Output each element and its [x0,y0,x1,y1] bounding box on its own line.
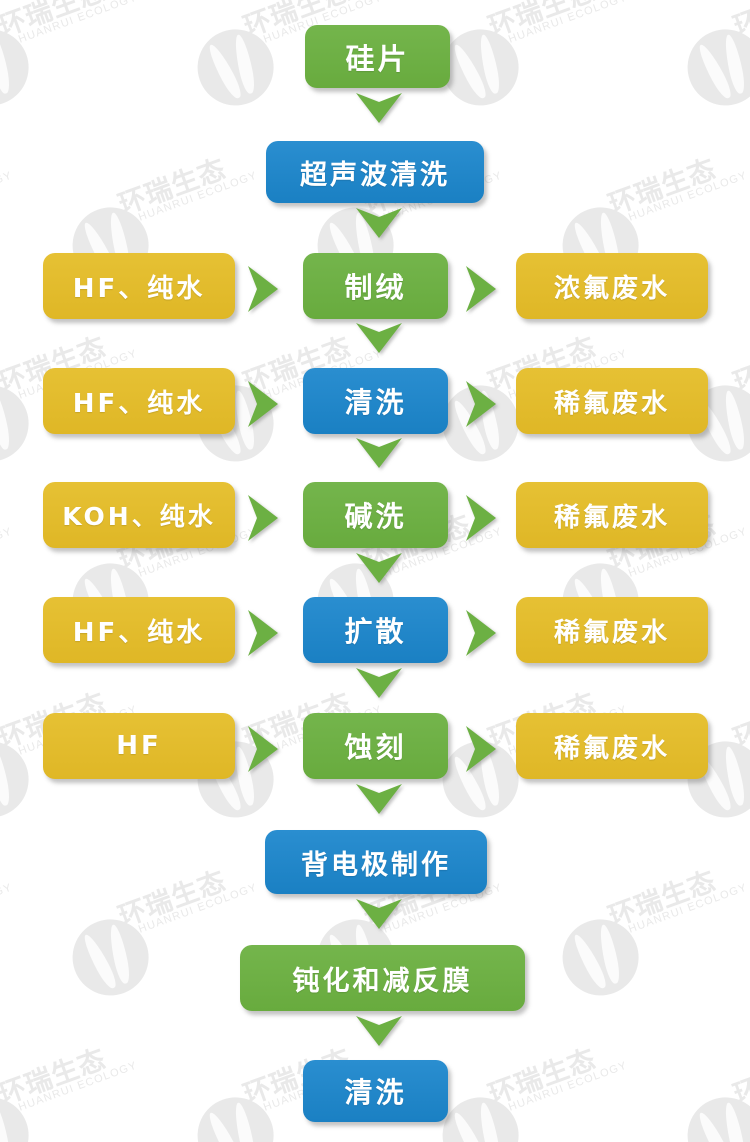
process-node-label: 钝化和减反膜 [292,965,473,997]
arrow-etching-to-output [466,726,496,772]
process-node-label: 背电极制作 [301,849,451,881]
process-node-label: HF、纯水 [72,388,206,419]
process-node-label: HF [116,731,162,761]
arrow-etching-to-backelectrode [356,784,402,814]
process-node-label: 超声波清洗 [300,159,450,191]
process-node-label: 碱洗 [344,500,407,533]
process-node-label: KOH、纯水 [62,502,216,531]
arrow-backelectrode-to-passivation [356,899,402,929]
process-node-i2[interactable]: HF、纯水 [43,368,235,434]
process-node-n1[interactable]: 硅片 [305,25,450,88]
process-node-label: 稀氟废水 [553,502,670,533]
arrow-input-to-cleaning [248,381,278,427]
arrow-passivation-to-finalcleaning [356,1016,402,1046]
process-node-o5[interactable]: 稀氟废水 [516,713,708,779]
process-node-label: HF、纯水 [72,273,206,304]
process-node-label: 稀氟废水 [553,388,670,419]
process-node-o2[interactable]: 稀氟废水 [516,368,708,434]
arrow-ultrasonic-to-texturing [356,208,402,238]
process-node-p3[interactable]: 碱洗 [303,482,448,548]
arrow-alkaliwash-to-diffusion [356,553,402,583]
process-node-i1[interactable]: HF、纯水 [43,253,235,319]
process-node-label: 硅片 [345,41,410,76]
process-node-label: 浓氟废水 [553,273,670,304]
process-node-n9[interactable]: 钝化和减反膜 [240,945,525,1011]
process-node-label: 清洗 [344,386,407,419]
process-node-p4[interactable]: 扩散 [303,597,448,663]
arrow-diffusion-to-etching [356,668,402,698]
arrow-input-to-texturing [248,266,278,312]
process-node-i5[interactable]: HF [43,713,235,779]
process-node-label: 扩散 [344,615,407,648]
arrow-cleaning-to-alkaliwash [356,438,402,468]
process-node-i4[interactable]: HF、纯水 [43,597,235,663]
arrow-alkaliwash-to-output [466,495,496,541]
arrow-input-to-etching [248,726,278,772]
arrow-texturing-to-cleaning [356,323,402,353]
process-node-p1[interactable]: 制绒 [303,253,448,319]
process-node-label: HF、纯水 [72,617,206,648]
process-node-p2[interactable]: 清洗 [303,368,448,434]
arrow-input-to-alkaliwash [248,495,278,541]
process-node-n10[interactable]: 清洗 [303,1060,448,1122]
arrow-input-to-diffusion [248,610,278,656]
arrow-siliconwafer-to-ultrasonic [356,93,402,123]
process-node-o4[interactable]: 稀氟废水 [516,597,708,663]
process-node-label: 稀氟废水 [553,617,670,648]
process-node-o3[interactable]: 稀氟废水 [516,482,708,548]
process-node-o1[interactable]: 浓氟废水 [516,253,708,319]
arrow-cleaning-to-output [466,381,496,427]
process-node-i3[interactable]: KOH、纯水 [43,482,235,548]
process-node-n2[interactable]: 超声波清洗 [266,141,484,203]
process-node-label: 稀氟废水 [553,733,670,764]
arrow-texturing-to-output [466,266,496,312]
process-node-label: 清洗 [344,1076,407,1109]
process-node-n8[interactable]: 背电极制作 [265,830,487,894]
arrow-diffusion-to-output [466,610,496,656]
process-node-p5[interactable]: 蚀刻 [303,713,448,779]
process-node-label: 制绒 [344,271,407,304]
process-node-label: 蚀刻 [344,731,407,764]
